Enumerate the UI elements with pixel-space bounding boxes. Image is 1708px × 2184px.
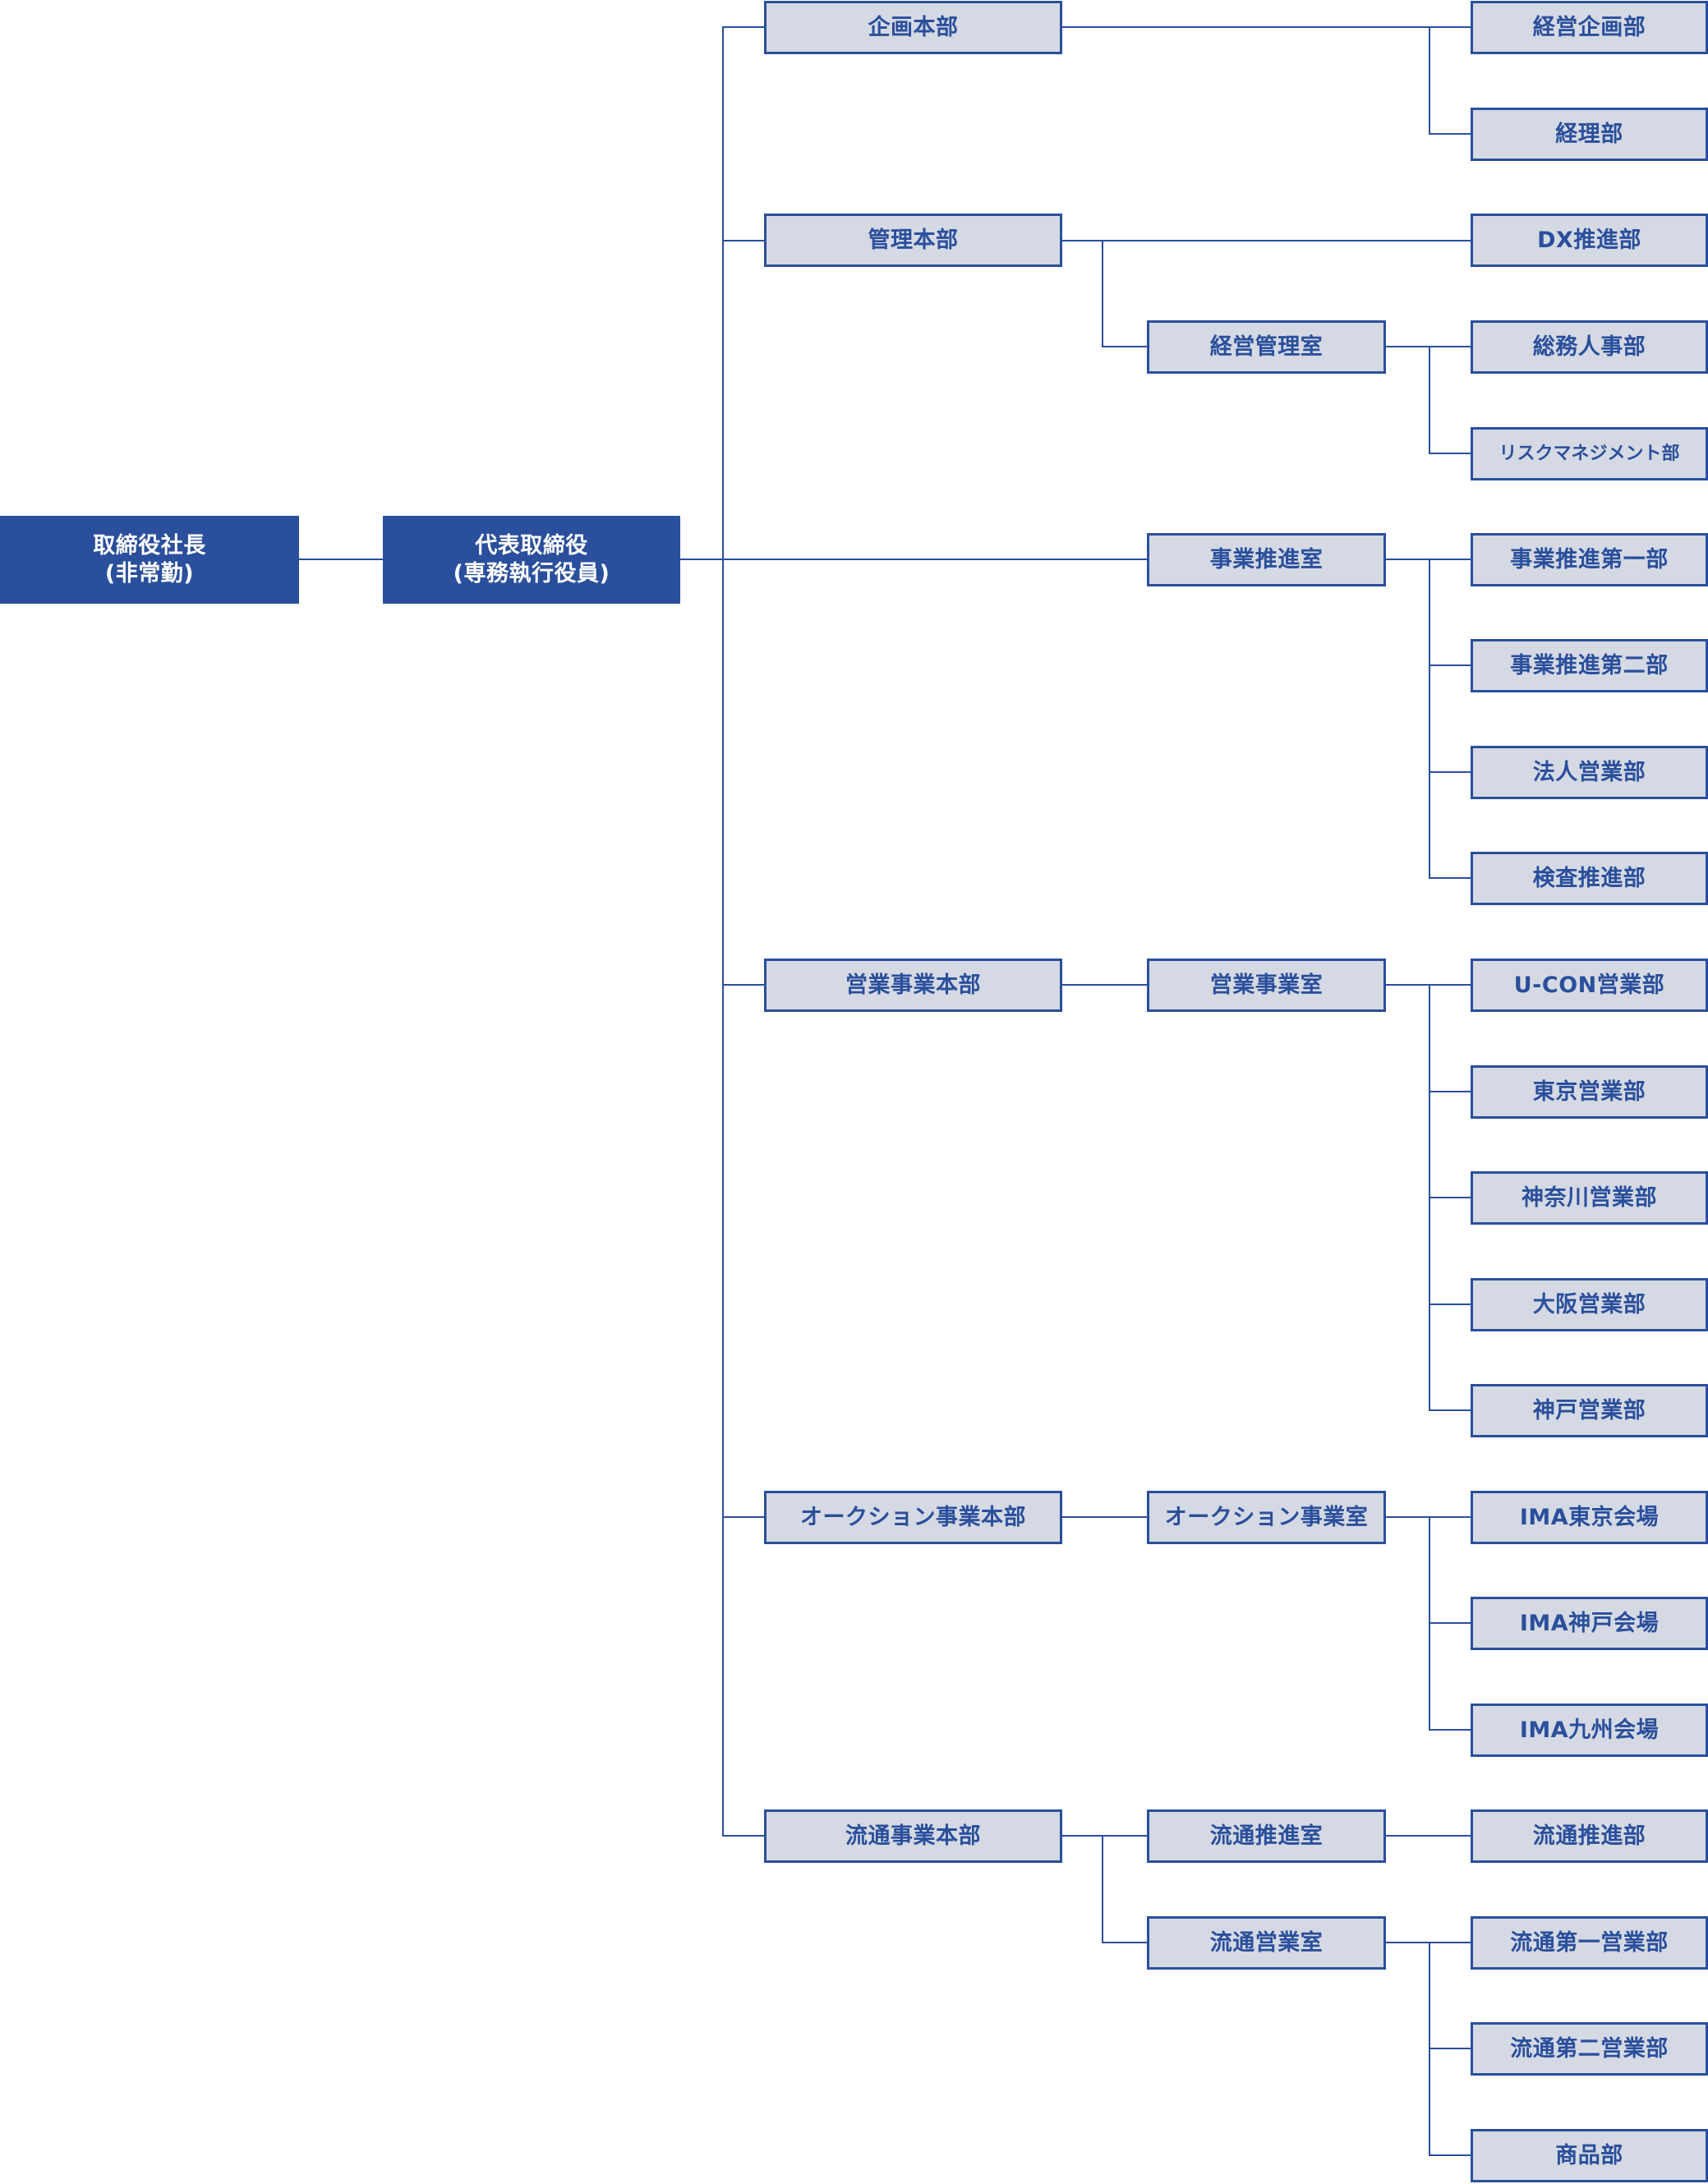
hq-kanri-label: 管理本部 [868, 227, 959, 253]
hq-auction-box: オークション事業本部 [764, 1491, 1062, 1544]
hq-ryutsu-label: 流通事業本部 [845, 1823, 981, 1849]
dept-somu-jinji-label: 総務人事部 [1532, 333, 1646, 360]
dept-kensa-label: 検査推進部 [1532, 865, 1646, 891]
dept-suishin1-box: 事業推進第一部 [1471, 533, 1708, 586]
dept-keiri-label: 経理部 [1555, 121, 1623, 147]
dept-tokyo-box: 東京営業部 [1471, 1065, 1708, 1119]
office-eigyo-jigyo-box: 営業事業室 [1147, 959, 1386, 1012]
dept-ryutsu2-label: 流通第二営業部 [1510, 2035, 1669, 2062]
dept-ima-kobe-label: IMA神戸会場 [1519, 1610, 1660, 1636]
hq-eigyo-box: 営業事業本部 [764, 959, 1062, 1012]
dept-hojin-box: 法人営業部 [1471, 746, 1708, 799]
dept-risk-label: リスクマネジメント部 [1499, 443, 1680, 464]
office-ryutsu-suishin-box: 流通推進室 [1147, 1809, 1386, 1863]
dept-ima-kyushu-box: IMA九州会場 [1471, 1704, 1708, 1757]
hq-ryutsu-box: 流通事業本部 [764, 1809, 1062, 1863]
dept-ima-tokyo-box: IMA東京会場 [1471, 1491, 1708, 1544]
dept-dx-box: DX推進部 [1471, 214, 1708, 267]
representative-director-label: 代表取締役 (専務執行役員) [453, 532, 610, 586]
dept-dx-label: DX推進部 [1537, 227, 1641, 253]
office-keiei-kanri-box: 経営管理室 [1147, 320, 1386, 374]
dept-tokyo-label: 東京営業部 [1532, 1078, 1646, 1105]
office-keiei-kanri-label: 経営管理室 [1209, 333, 1324, 360]
dept-kanagawa-label: 神奈川営業部 [1522, 1184, 1657, 1211]
office-jigyo-suishin-label: 事業推進室 [1209, 546, 1324, 572]
dept-shohin-label: 商品部 [1555, 2142, 1623, 2168]
dept-kobe-box: 神戸営業部 [1471, 1384, 1708, 1437]
dept-osaka-box: 大阪営業部 [1471, 1278, 1708, 1331]
hq-eigyo-label: 営業事業本部 [845, 972, 981, 998]
hq-kikaku-label: 企画本部 [868, 14, 959, 40]
dept-ryutsu-suishin-box: 流通推進部 [1471, 1809, 1708, 1863]
dept-ucon-box: U-CON営業部 [1471, 959, 1708, 1012]
dept-ucon-label: U-CON営業部 [1513, 972, 1665, 998]
office-jigyo-suishin-box: 事業推進室 [1147, 533, 1386, 586]
office-auction-jigyo-label: オークション事業室 [1164, 1504, 1369, 1530]
office-auction-jigyo-box: オークション事業室 [1147, 1491, 1386, 1544]
office-ryutsu-eigyo-box: 流通営業室 [1147, 1916, 1386, 1970]
dept-keiei-kikaku-box: 経営企画部 [1471, 1, 1708, 54]
dept-suishin1-label: 事業推進第一部 [1510, 546, 1669, 572]
dept-shohin-box: 商品部 [1471, 2129, 1708, 2182]
dept-ryutsu-suishin-label: 流通推進部 [1532, 1823, 1646, 1849]
dept-keiri-box: 経理部 [1471, 108, 1708, 161]
dept-suishin2-box: 事業推進第二部 [1471, 639, 1708, 692]
dept-ryutsu1-box: 流通第一営業部 [1471, 1916, 1708, 1970]
dept-ryutsu1-label: 流通第一営業部 [1510, 1929, 1669, 1956]
hq-kanri-box: 管理本部 [764, 214, 1062, 267]
hq-kikaku-box: 企画本部 [764, 1, 1062, 54]
dept-ima-kyushu-label: IMA九州会場 [1519, 1717, 1660, 1743]
dept-ima-kobe-box: IMA神戸会場 [1471, 1597, 1708, 1650]
office-eigyo-jigyo-label: 営業事業室 [1209, 972, 1324, 998]
dept-somu-jinji-box: 総務人事部 [1471, 320, 1708, 374]
representative-director-box: 代表取締役 (専務執行役員) [383, 516, 680, 604]
dept-kobe-label: 神戸営業部 [1532, 1397, 1646, 1423]
dept-kanagawa-box: 神奈川営業部 [1471, 1171, 1708, 1225]
office-ryutsu-suishin-label: 流通推進室 [1209, 1823, 1324, 1849]
dept-kensa-box: 検査推進部 [1471, 852, 1708, 905]
hq-auction-label: オークション事業本部 [800, 1504, 1026, 1530]
dept-keiei-kikaku-label: 経営企画部 [1532, 14, 1646, 40]
dept-osaka-label: 大阪営業部 [1532, 1291, 1646, 1317]
president-label: 取締役社長 (非常勤) [93, 532, 206, 586]
office-ryutsu-eigyo-label: 流通営業室 [1209, 1929, 1324, 1956]
dept-ima-tokyo-label: IMA東京会場 [1519, 1504, 1660, 1530]
dept-suishin2-label: 事業推進第二部 [1510, 652, 1669, 678]
dept-risk-box: リスクマネジメント部 [1471, 427, 1708, 480]
dept-ryutsu2-box: 流通第二営業部 [1471, 2022, 1708, 2076]
president-box: 取締役社長 (非常勤) [0, 516, 299, 604]
dept-hojin-label: 法人営業部 [1532, 759, 1646, 785]
